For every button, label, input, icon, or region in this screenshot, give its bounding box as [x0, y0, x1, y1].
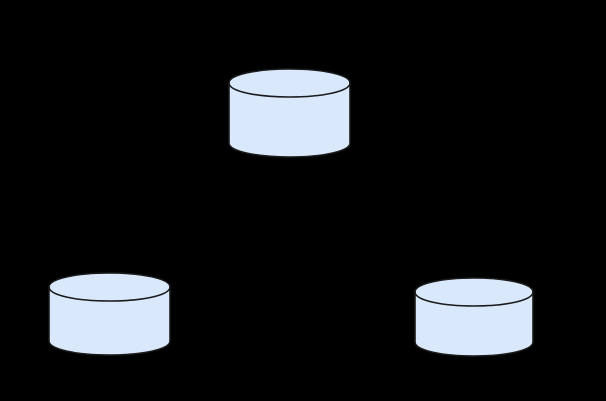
node-google[interactable]: Google [414, 277, 534, 382]
node-google-label-line1: Google [453, 367, 495, 382]
node-emm[interactable]: EMM's database [48, 272, 171, 372]
node-ldap-label-line2: directory [264, 234, 315, 249]
database-cylinder-icon [414, 277, 534, 357]
node-ldap[interactable]: Org's LDAP directory [228, 68, 351, 249]
database-cylinder-icon [48, 272, 171, 356]
database-cylinder-icon [228, 68, 351, 158]
